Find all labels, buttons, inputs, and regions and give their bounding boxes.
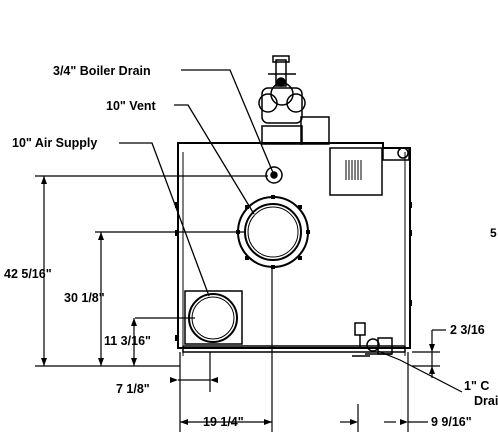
dim-width-left: 7 1/8"	[116, 382, 150, 396]
label-right-connection-2: Drai	[474, 394, 498, 408]
burner-assembly	[258, 55, 330, 145]
dim-height-vent: 30 1/8"	[64, 291, 105, 305]
leader-lines	[119, 69, 275, 297]
dim-width-vent: 19 1/4"	[203, 415, 244, 429]
label-vent: 10" Vent	[106, 99, 157, 113]
label-right-connection-1: 1" C	[464, 379, 489, 393]
edge-fragment: 5	[490, 226, 497, 240]
vent-outlet	[236, 195, 310, 269]
label-air-supply: 10" Air Supply	[12, 136, 97, 150]
dim-height-air: 11 3/16"	[104, 334, 151, 348]
dimension-lines	[35, 175, 463, 432]
label-boiler-drain: 3/4" Boiler Drain	[53, 64, 151, 78]
dim-height-total: 42 5/16"	[4, 267, 52, 281]
dimension-arrowheads	[41, 176, 435, 425]
gas-connection-piping	[352, 322, 393, 357]
dim-right-offset: 9 9/16"	[431, 415, 472, 429]
control-box	[329, 147, 410, 196]
side-markers	[175, 202, 412, 341]
dim-right-height: 2 3/16	[450, 323, 485, 337]
